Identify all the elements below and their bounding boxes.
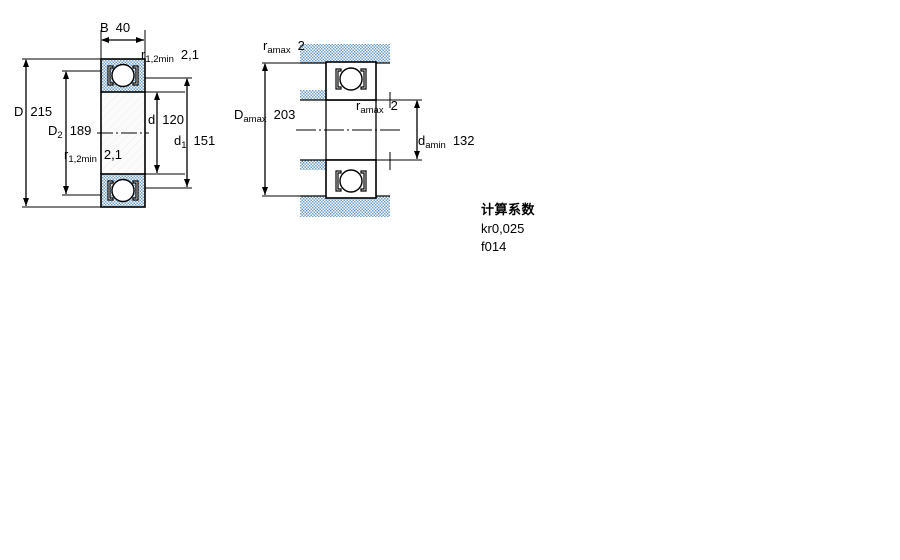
factor-kr: kr0,025: [481, 221, 525, 236]
factor-f0: f014: [481, 239, 507, 254]
left-bearing-section: [22, 30, 192, 208]
right-bearing-section: [262, 44, 422, 217]
calculation-factors-title: 计算系数: [481, 203, 536, 218]
